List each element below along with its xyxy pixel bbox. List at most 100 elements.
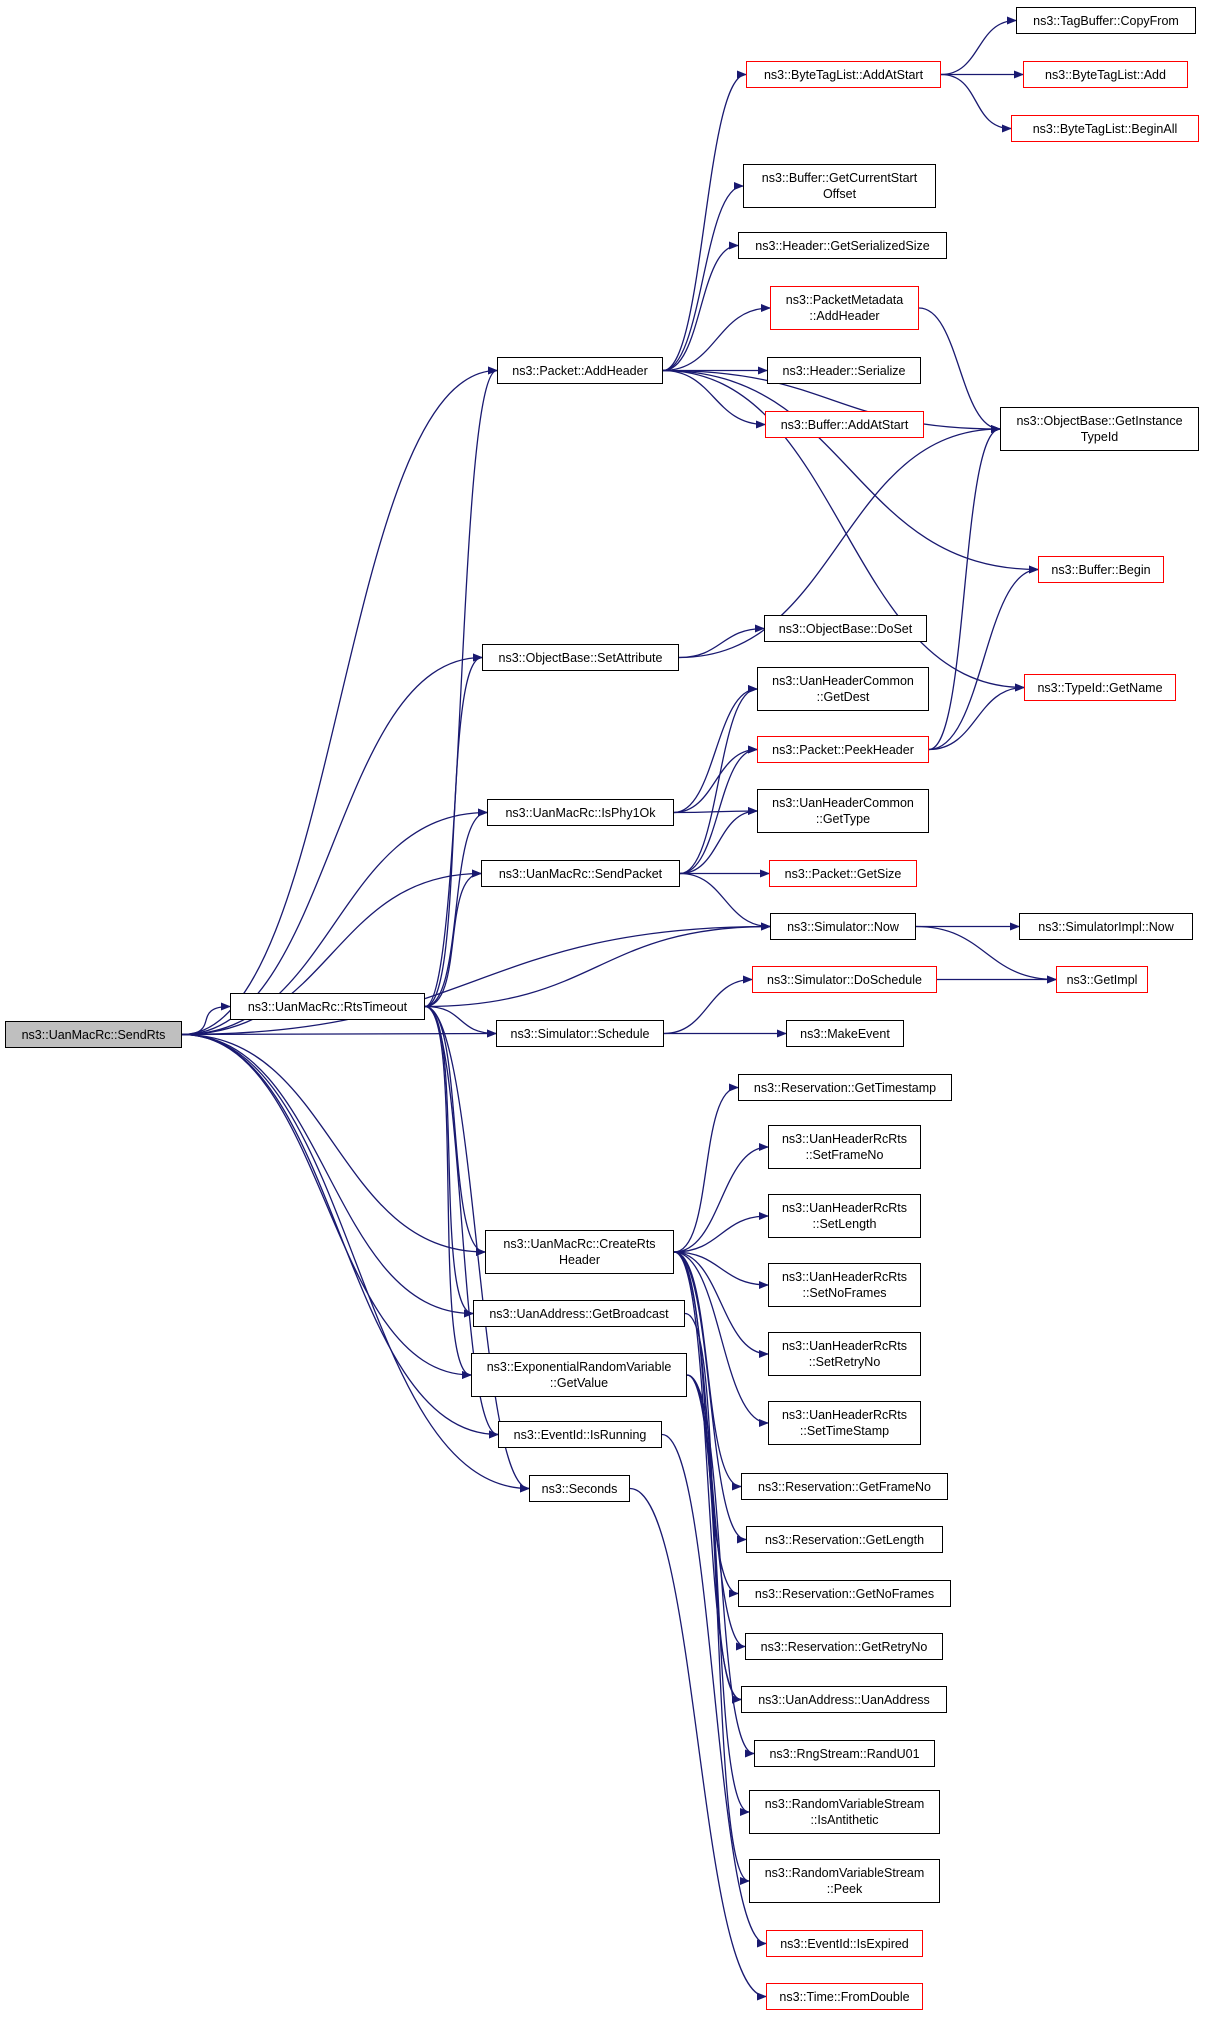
node-uanmacrc-rtstimeout[interactable]: ns3::UanMacRc::RtsTimeout	[230, 993, 425, 1020]
node-label-line: ns3::MakeEvent	[800, 1026, 890, 1041]
edge-object_set_attribute-to-object_get_instance_typeid	[678, 425, 1001, 659]
node-header-serialize[interactable]: ns3::Header::Serialize	[767, 357, 921, 384]
edge-packet_add_header-to-buffer_get_current_start_offset	[662, 182, 744, 372]
edge-send_packet-to-uan_header_common_get_type	[679, 807, 758, 875]
node-label-line: ::Peek	[826, 1882, 863, 1896]
node-label-line: ::GetValue	[549, 1376, 609, 1390]
node-label-line: ns3::ObjectBase::SetAttribute	[498, 650, 663, 665]
node-buffer-addatstart[interactable]: ns3::Buffer::AddAtStart	[765, 411, 924, 438]
node-uanmacrc-sendrts: ns3::UanMacRc::SendRts	[5, 1021, 182, 1048]
node-bytetaglist-add[interactable]: ns3::ByteTagList::Add	[1023, 61, 1188, 88]
node-seconds[interactable]: ns3::Seconds	[529, 1475, 630, 1502]
node-uanheaderrcrts-setretryno[interactable]: ns3::UanHeaderRcRts::SetRetryNo	[768, 1332, 921, 1376]
node-uanheaderrcrts-setlength[interactable]: ns3::UanHeaderRcRts::SetLength	[768, 1194, 921, 1238]
node-objectbase-doset[interactable]: ns3::ObjectBase::DoSet	[764, 615, 927, 642]
node-uanaddress-getbroadcast[interactable]: ns3::UanAddress::GetBroadcast	[473, 1300, 685, 1327]
node-simulatorimpl-now[interactable]: ns3::SimulatorImpl::Now	[1019, 913, 1193, 940]
node-eventid-isexpired[interactable]: ns3::EventId::IsExpired	[766, 1930, 923, 1957]
node-packet-addheader[interactable]: ns3::Packet::AddHeader	[497, 357, 663, 384]
node-randomvariablestream-peek[interactable]: ns3::RandomVariableStream::Peek	[749, 1859, 940, 1903]
node-randomvariablestream-isantithetic[interactable]: ns3::RandomVariableStream::IsAntithetic	[749, 1790, 940, 1834]
node-label-line: ns3::PacketMetadata	[785, 293, 904, 307]
node-bytetaglist-addatstart[interactable]: ns3::ByteTagList::AddAtStart	[746, 61, 941, 88]
edge-send_rts-to-sim_schedule	[181, 1029, 497, 1038]
node-label-line: ns3::Reservation::GetNoFrames	[754, 1586, 935, 1601]
node-label-line: ns3::UanAddress::UanAddress	[758, 1692, 930, 1707]
node-label-line: ns3::UanHeaderRcRts	[781, 1270, 908, 1284]
node-time-fromdouble[interactable]: ns3::Time::FromDouble	[766, 1983, 923, 2010]
node-label-line: ns3::Reservation::GetTimestamp	[753, 1080, 937, 1095]
node-packet-getsize[interactable]: ns3::Packet::GetSize	[769, 860, 917, 887]
edge-is_phy1_ok-to-uan_header_common_get_dest	[673, 685, 758, 814]
node-label-line: ns3::RngStream::RandU01	[769, 1746, 920, 1761]
node-label-line: Offset	[822, 187, 857, 201]
node-label-line: Header	[559, 1253, 600, 1267]
edge-bytetaglist_add_at_start-to-tagbuffer_copy_from	[940, 16, 1017, 76]
edge-send_rts-to-simulator_now	[181, 922, 771, 1036]
node-label-line: ::IsAntithetic	[810, 1813, 879, 1827]
node-label-line: ::SetFrameNo	[805, 1148, 884, 1162]
edge-send_rts-to-is_phy1_ok	[181, 808, 488, 1036]
node-packetmetadata-addheader[interactable]: ns3::PacketMetadata::AddHeader	[770, 286, 919, 330]
node-label-line: ns3::ByteTagList::BeginAll	[1032, 121, 1178, 136]
node-label-line: ns3::ObjectBase::GetInstance	[1016, 414, 1183, 428]
node-label-line: ns3::Reservation::GetRetryNo	[760, 1639, 928, 1654]
edge-send_packet-to-packet_peek_header	[679, 745, 758, 875]
edge-simulator_now-to-get_impl	[915, 925, 1057, 984]
node-label-line: ns3::UanMacRc::IsPhy1Ok	[505, 805, 656, 820]
node-typeid-getname[interactable]: ns3::TypeId::GetName	[1024, 674, 1176, 701]
node-uanheadercommon-getdest[interactable]: ns3::UanHeaderCommon::GetDest	[757, 667, 929, 711]
node-label-line: ns3::EventId::IsExpired	[780, 1936, 909, 1951]
edge-exp_get_value-to-rngstream_rand_u01	[686, 1374, 755, 1758]
edge-bytetaglist_add_at_start-to-bytetaglist_begin_all	[940, 73, 1012, 133]
node-exponentialrandomvariable-getvalue[interactable]: ns3::ExponentialRandomVariable::GetValue	[471, 1353, 687, 1397]
node-uanmacrc-sendpacket[interactable]: ns3::UanMacRc::SendPacket	[481, 860, 680, 887]
node-uanmacrc-isphy1ok[interactable]: ns3::UanMacRc::IsPhy1Ok	[487, 799, 674, 826]
edge-sim_schedule-to-simulator_do_schedule	[663, 975, 753, 1035]
node-bytetaglist-beginall[interactable]: ns3::ByteTagList::BeginAll	[1011, 115, 1199, 142]
node-eventid-isrunning[interactable]: ns3::EventId::IsRunning	[498, 1421, 662, 1448]
node-reservation-getnoframes[interactable]: ns3::Reservation::GetNoFrames	[738, 1580, 951, 1607]
node-objectbase-setattribute[interactable]: ns3::ObjectBase::SetAttribute	[482, 644, 679, 671]
node-uanaddress-uanaddress[interactable]: ns3::UanAddress::UanAddress	[741, 1686, 947, 1713]
node-getimpl[interactable]: ns3::GetImpl	[1056, 966, 1148, 993]
edge-packet_add_header-to-object_get_instance_typeid	[662, 369, 1001, 433]
node-rngstream-randu01[interactable]: ns3::RngStream::RandU01	[754, 1740, 935, 1767]
edge-create_rts_header-to-rcrts_set_retry_no	[673, 1251, 769, 1358]
edge-send_rts-to-send_packet	[181, 869, 482, 1036]
node-label-line: ns3::Simulator::Now	[787, 919, 899, 934]
node-simulator-now[interactable]: ns3::Simulator::Now	[770, 913, 916, 940]
node-tagbuffer-copyfrom[interactable]: ns3::TagBuffer::CopyFrom	[1016, 7, 1196, 34]
edge-create_rts_header-to-rcrts_set_no_frames	[673, 1251, 769, 1289]
node-uanheaderrcrts-settimestamp[interactable]: ns3::UanHeaderRcRts::SetTimeStamp	[768, 1401, 921, 1445]
node-reservation-getretryno[interactable]: ns3::Reservation::GetRetryNo	[745, 1633, 943, 1660]
node-buffer-begin[interactable]: ns3::Buffer::Begin	[1038, 556, 1164, 583]
edge-create_rts_header-to-rcrts_set_frame_no	[673, 1143, 769, 1253]
node-label-line: ns3::Buffer::Begin	[1051, 562, 1151, 577]
node-label-line: ns3::ObjectBase::DoSet	[778, 621, 913, 636]
node-header-getserializedsize[interactable]: ns3::Header::GetSerializedSize	[738, 232, 947, 259]
node-label-line: ns3::UanHeaderRcRts	[781, 1201, 908, 1215]
node-makeevent[interactable]: ns3::MakeEvent	[786, 1020, 904, 1047]
node-reservation-getlength[interactable]: ns3::Reservation::GetLength	[746, 1526, 943, 1553]
node-uanheaderrcrts-setframeno[interactable]: ns3::UanHeaderRcRts::SetFrameNo	[768, 1125, 921, 1169]
node-simulator-doschedule[interactable]: ns3::Simulator::DoSchedule	[752, 966, 937, 993]
edge-rts_timeout-to-packet_add_header	[424, 366, 498, 1008]
node-simulator-schedule[interactable]: ns3::Simulator::Schedule	[496, 1020, 664, 1047]
edge-rts_timeout-to-simulator_now	[424, 922, 771, 1008]
edge-is_phy1_ok-to-packet_peek_header	[673, 745, 758, 814]
edge-send_rts-to-object_set_attribute	[181, 653, 483, 1036]
node-label-line: ns3::UanHeaderRcRts	[781, 1339, 908, 1353]
edge-create_rts_header-to-reservation_get_length	[673, 1251, 747, 1544]
node-uanheaderrcrts-setnoframes[interactable]: ns3::UanHeaderRcRts::SetNoFrames	[768, 1263, 921, 1307]
edge-is_phy1_ok-to-uan_header_common_get_type	[673, 807, 758, 816]
node-uanheadercommon-gettype[interactable]: ns3::UanHeaderCommon::GetType	[757, 789, 929, 833]
edge-create_rts_header-to-reservation_get_timestamp	[673, 1083, 739, 1253]
edge-rts_timeout-to-seconds	[424, 1005, 530, 1493]
node-packet-peekheader[interactable]: ns3::Packet::PeekHeader	[757, 736, 929, 763]
node-reservation-gettimestamp[interactable]: ns3::Reservation::GetTimestamp	[738, 1074, 952, 1101]
node-reservation-getframeno[interactable]: ns3::Reservation::GetFrameNo	[741, 1473, 948, 1500]
